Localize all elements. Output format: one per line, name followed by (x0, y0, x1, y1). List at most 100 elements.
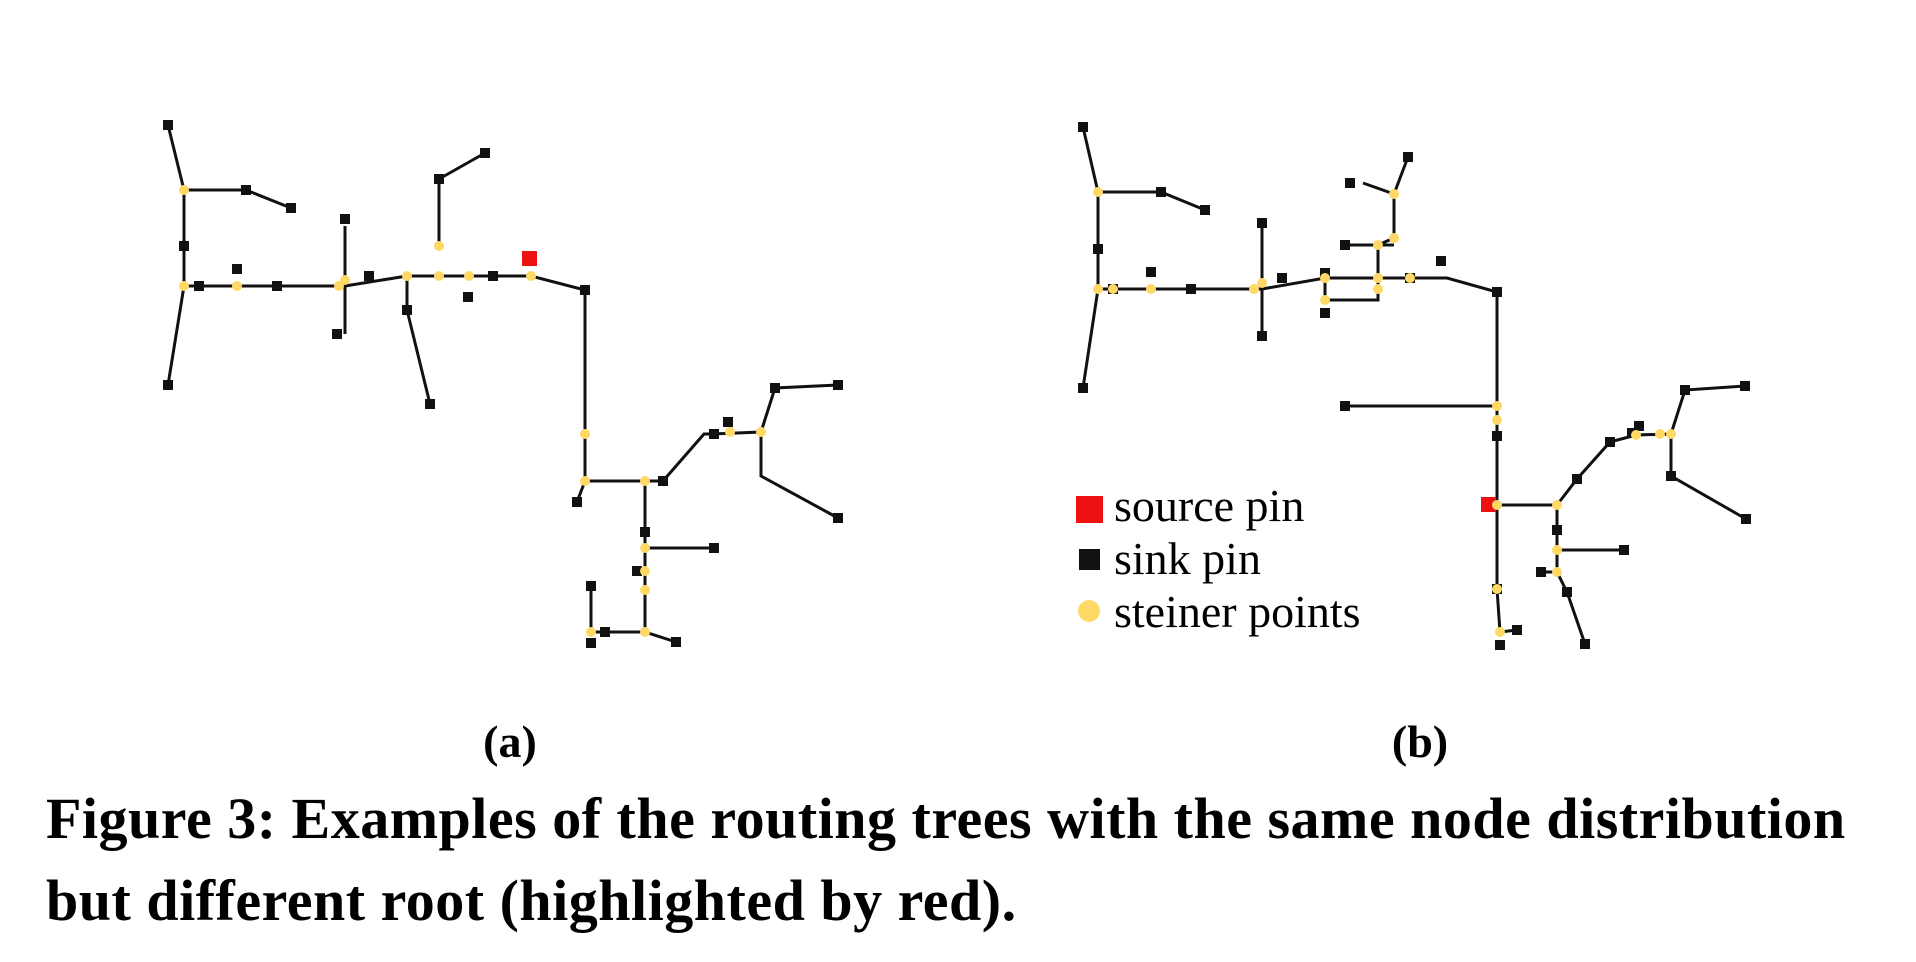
tree-edge (759, 432, 839, 520)
steiner-point (1389, 189, 1399, 199)
sink-pin (1093, 244, 1103, 254)
steiner-point (1552, 500, 1562, 510)
tree-a (163, 120, 843, 648)
steiner-point (1666, 429, 1676, 439)
steiner-point (1405, 273, 1415, 283)
tree-edge (166, 124, 186, 386)
steiner-point (434, 241, 444, 251)
steiner-point (1146, 284, 1156, 294)
tree-edge (589, 586, 605, 634)
tree-edge (438, 151, 486, 181)
sink-pin (241, 185, 251, 195)
legend-source-label: source pin (1114, 480, 1304, 531)
sink-pin (1340, 240, 1350, 250)
sink-pin (1552, 525, 1562, 535)
steiner-point (1249, 284, 1259, 294)
steiner-point (1492, 584, 1502, 594)
sink-pin (709, 429, 719, 439)
steiner-point (1492, 401, 1502, 411)
tree-a-edges (166, 124, 839, 644)
sink-pin (833, 513, 843, 523)
sink-pin (425, 399, 435, 409)
sink-pin (1562, 587, 1572, 597)
legend-steiner-swatch (1078, 600, 1100, 622)
tree-edge (1261, 276, 1327, 300)
sink-pin (364, 271, 374, 281)
tree-edge (645, 383, 839, 483)
sink-pin (1345, 178, 1355, 188)
steiner-point (580, 476, 590, 486)
sink-pin (632, 566, 642, 576)
sink-pin (1572, 474, 1582, 484)
steiner-point (1257, 278, 1267, 288)
sink-pin (1186, 284, 1196, 294)
tree-edge (1325, 181, 1396, 280)
tree-edge (1495, 505, 1502, 633)
sink-pin (1257, 218, 1267, 228)
sink-pin (272, 281, 282, 291)
steiner-point (756, 427, 766, 437)
steiner-point (1373, 273, 1383, 283)
steiner-point (1552, 545, 1562, 555)
sink-pin (1078, 122, 1088, 132)
legend-steiner-label: steiner points (1114, 586, 1361, 637)
sink-pin (600, 627, 610, 637)
sink-pin (723, 417, 733, 427)
sink-pin (1277, 273, 1287, 283)
sink-pin (232, 264, 242, 274)
sink-pin (332, 329, 342, 339)
steiner-point (640, 627, 650, 637)
sink-pin (1436, 256, 1446, 266)
sink-pin (658, 476, 668, 486)
sink-pin (434, 174, 444, 184)
sink-pin (1320, 308, 1330, 318)
steiner-point (1320, 273, 1330, 283)
legend-sink-swatch (1079, 549, 1100, 570)
sink-pin (1492, 287, 1502, 297)
tree-edge (644, 630, 677, 644)
sink-pin (163, 380, 173, 390)
sink-pin (1403, 152, 1413, 162)
tree-b-steiner (1093, 187, 1676, 637)
sink-pin (1619, 545, 1629, 555)
steiner-point (640, 566, 650, 576)
steiner-point (232, 281, 242, 291)
steiner-point (586, 627, 596, 637)
steiner-point (580, 429, 590, 439)
sink-pin (286, 203, 296, 213)
sink-pin (572, 497, 582, 507)
sink-pin (163, 120, 173, 130)
steiner-point (640, 543, 650, 553)
steiner-point (179, 281, 189, 291)
sink-pin (833, 380, 843, 390)
sink-pin (1492, 431, 1502, 441)
sink-pin (1580, 639, 1590, 649)
steiner-point (179, 185, 189, 195)
tree-edge (1555, 505, 1587, 645)
tree-edge (184, 188, 292, 210)
steiner-point (1389, 233, 1399, 243)
sink-pin (1340, 401, 1350, 411)
sink-pin (480, 148, 490, 158)
tree-edge (344, 274, 432, 405)
sink-pin (1680, 385, 1690, 395)
sink-pin (640, 527, 650, 537)
sink-pin (1740, 381, 1750, 391)
steiner-point (526, 271, 536, 281)
steiner-point (640, 585, 650, 595)
sink-pin (1605, 437, 1615, 447)
tree-edge (1669, 434, 1747, 521)
sink-pin (1634, 421, 1644, 431)
tree-b (1078, 122, 1751, 650)
sink-pin (1495, 640, 1505, 650)
tree-edge (1555, 384, 1746, 506)
steiner-point (402, 271, 412, 281)
sink-pin (463, 292, 473, 302)
sink-pin (1536, 567, 1546, 577)
steiner-point (1373, 284, 1383, 294)
legend-source-swatch (1076, 496, 1103, 523)
tree-edge (1325, 278, 1380, 302)
sink-pin (1146, 267, 1156, 277)
steiner-point (1492, 415, 1502, 425)
tree-a-sinks (163, 120, 843, 648)
